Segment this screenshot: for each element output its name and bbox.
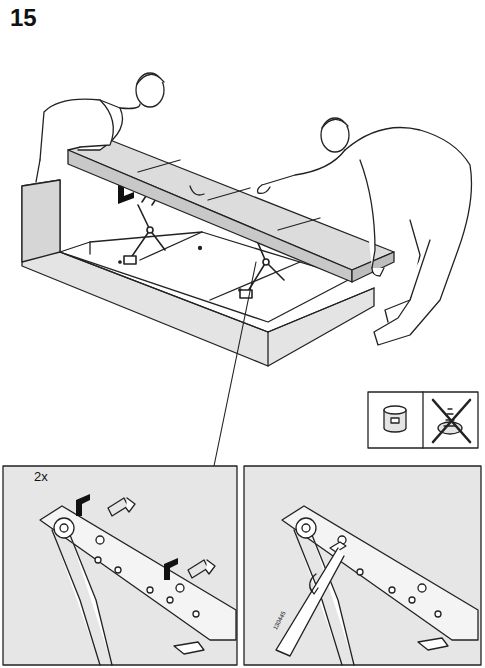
leader-line (214, 262, 256, 466)
step-number: 15 (10, 6, 37, 30)
bracket-detail (40, 498, 236, 665)
bolt-symbol (76, 494, 178, 580)
bracket-detail (282, 506, 478, 665)
icon-box (368, 392, 478, 448)
person (258, 118, 472, 345)
detail-panel (3, 466, 481, 665)
allen-key (276, 548, 344, 656)
bed-lid (68, 140, 394, 282)
person (36, 73, 164, 182)
quantity-label: 2x (34, 470, 48, 483)
